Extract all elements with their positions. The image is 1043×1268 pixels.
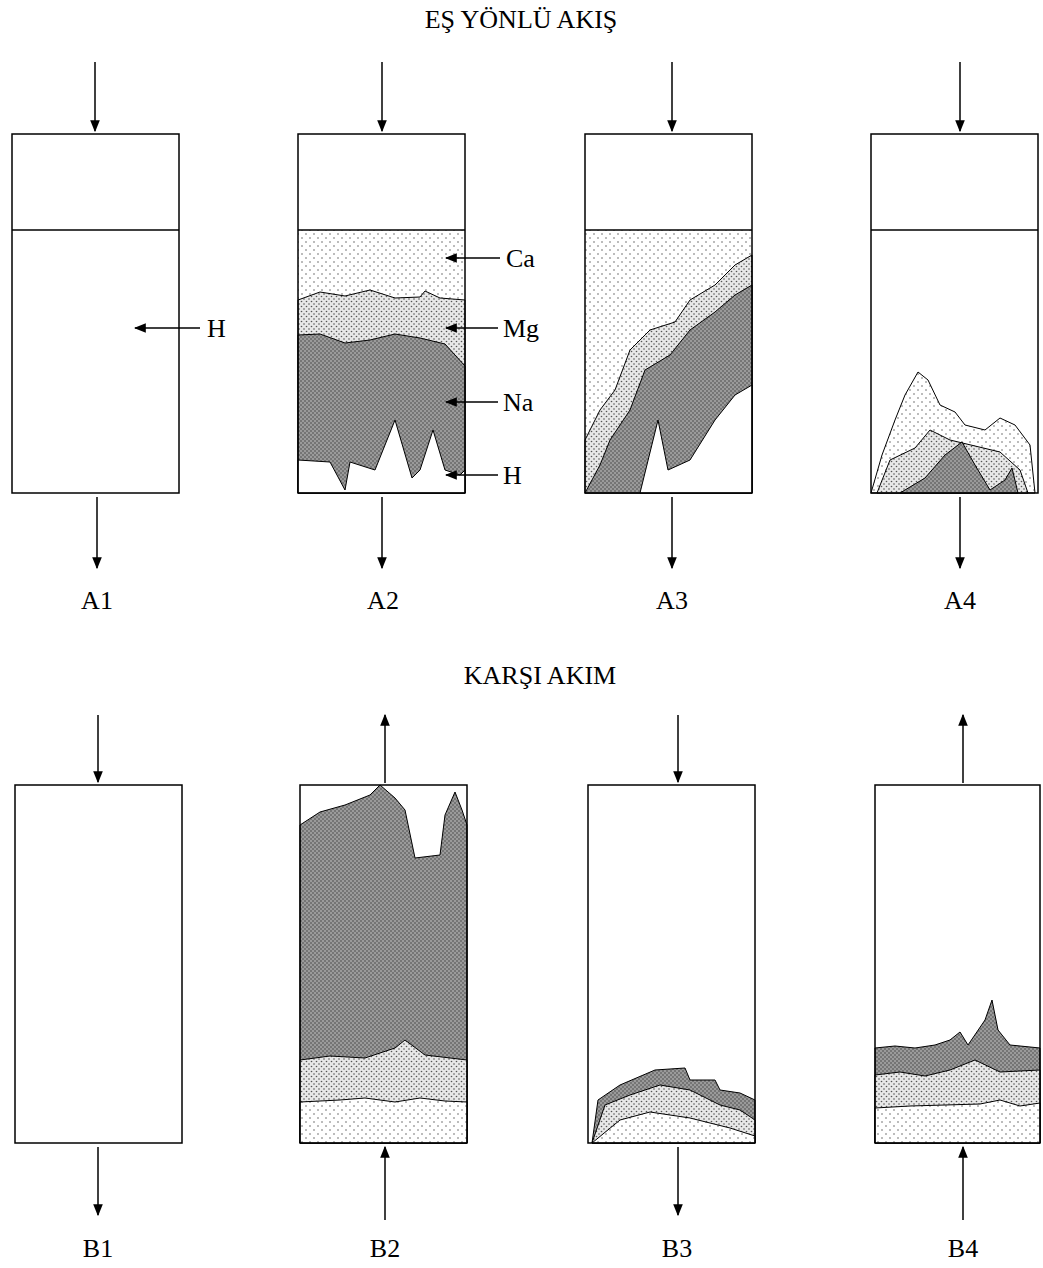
column-label: B2 [370, 1236, 400, 1262]
ion-callout: Na [503, 390, 533, 416]
column-label: A1 [81, 588, 113, 614]
column-label: A3 [656, 588, 688, 614]
column-label: A4 [944, 588, 976, 614]
ion-callout: Mg [503, 316, 539, 342]
column-label: B1 [83, 1236, 113, 1262]
ion-callout: H [207, 316, 226, 342]
section-heading: EŞ YÖNLÜ AKIŞ [425, 7, 618, 33]
section-heading: KARŞI AKIM [464, 663, 616, 689]
column-label: A2 [367, 588, 399, 614]
column-label: B3 [662, 1236, 692, 1262]
ion-callout: Ca [506, 246, 535, 272]
column-label: B4 [948, 1236, 978, 1262]
ion-callout: H [503, 463, 522, 489]
